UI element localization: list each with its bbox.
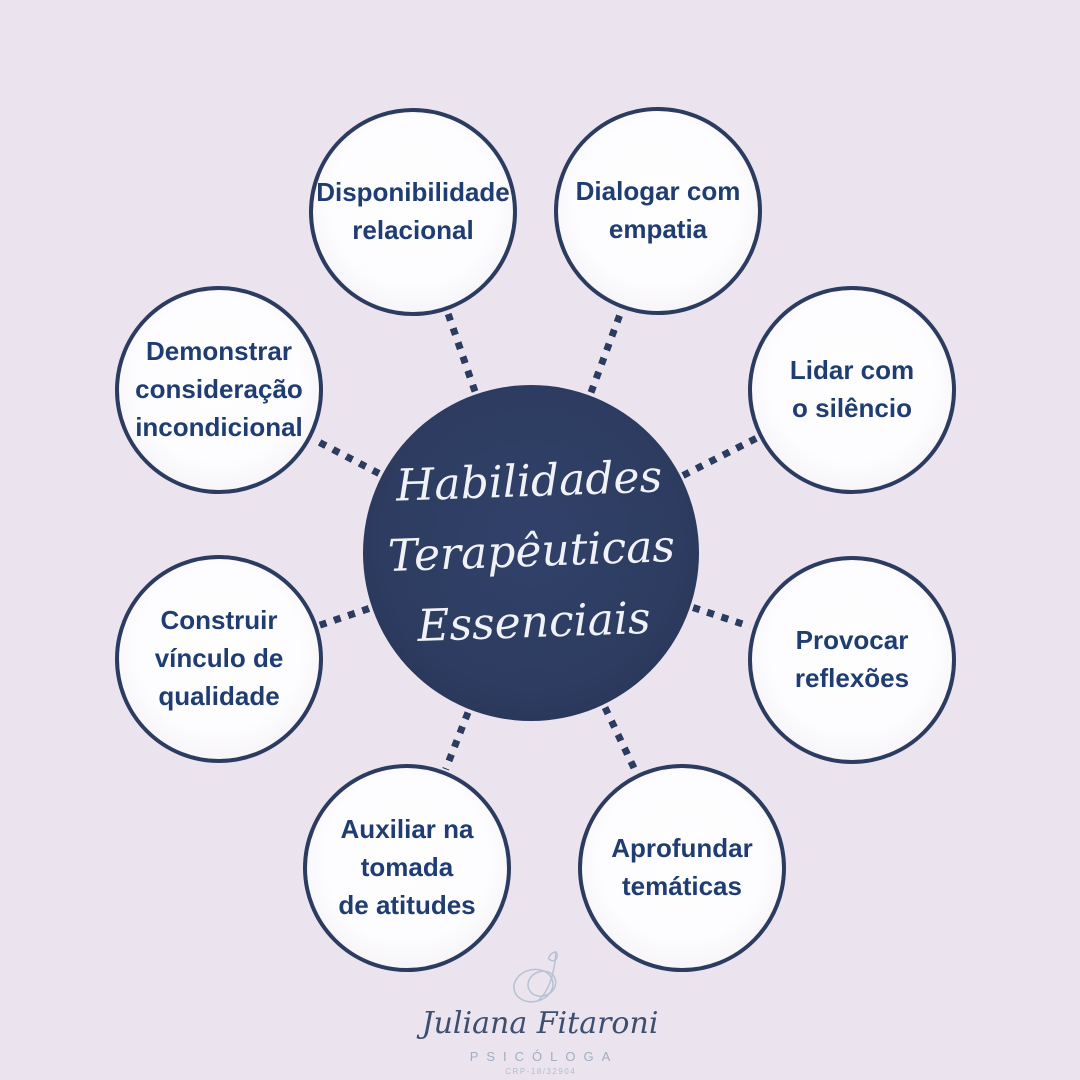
dotted-connector	[681, 435, 759, 479]
node-dialogar-com-empatia: Dialogar com empatia	[554, 107, 762, 315]
node-disponibilidade-relacional: Disponibilidade relacional	[309, 108, 517, 316]
dotted-connector	[601, 705, 639, 774]
node-lidar-com-o-silencio: Lidar com o silêncio	[748, 286, 956, 494]
node-label: Demonstrar consideração incondicional	[135, 336, 303, 442]
dotted-connector	[444, 311, 479, 393]
node-label: Provocar reflexões	[794, 625, 910, 693]
node-label: Auxiliar na tomada de atitudes	[338, 814, 476, 920]
dotted-connector	[312, 436, 382, 477]
signature-name: Juliana Fitaroni	[421, 1006, 659, 1041]
dotted-connector	[442, 710, 472, 770]
jf-monogram-logo	[513, 951, 558, 1003]
node-auxiliar-na-tomada-de-atitudes: Auxiliar na tomada de atitudes	[303, 764, 511, 972]
node-label: Aprofundar temáticas	[611, 833, 753, 901]
node-provocar-reflexoes: Provocar reflexões	[748, 556, 956, 764]
node-label: Construir vínculo de qualidade	[154, 605, 284, 711]
footer-signature: Juliana Fitaroni PSICÓLOGA CRP-18/32904	[0, 948, 1080, 1076]
node-label: Dialogar com empatia	[575, 176, 741, 244]
dotted-connector	[692, 603, 752, 630]
dotted-connector	[319, 604, 371, 628]
signature-license: CRP-18/32904	[505, 1067, 577, 1076]
central-title: Habilidades Terapêuticas Essenciais	[386, 451, 676, 653]
dotted-connector	[587, 310, 625, 394]
node-aprofundar-tematicas: Aprofundar temáticas	[578, 764, 786, 972]
node-label: Lidar com o silêncio	[789, 355, 915, 423]
node-construir-vinculo-de-qualidade: Construir vínculo de qualidade	[115, 555, 323, 763]
central-circle: Habilidades Terapêuticas Essenciais	[363, 385, 699, 721]
node-label: Disponibilidade relacional	[316, 177, 510, 245]
node-demonstrar-consideracao-incondicional: Demonstrar consideração incondicional	[115, 286, 323, 494]
signature-role: PSICÓLOGA	[469, 1049, 619, 1064]
